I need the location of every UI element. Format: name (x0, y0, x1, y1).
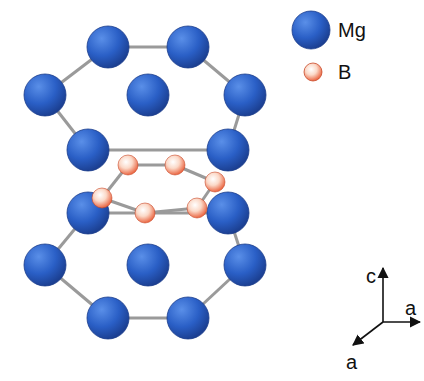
mg-atom (87, 297, 129, 339)
mg-atom (127, 244, 169, 286)
mg-atom (167, 26, 209, 68)
atoms (24, 26, 266, 339)
axis-arrows (353, 268, 420, 345)
mg-atom (207, 129, 249, 171)
legend-label: B (338, 62, 351, 82)
mg-atom (224, 74, 266, 116)
mg-atom (224, 244, 266, 286)
bond-lines (45, 47, 245, 318)
axis-label: a (405, 298, 416, 318)
b-atom (165, 155, 185, 175)
b-atom (92, 188, 112, 208)
mg-atom (207, 192, 249, 234)
b-atom (187, 198, 207, 218)
mg-atom (127, 74, 169, 116)
b-atom (135, 203, 155, 223)
mg-atom (67, 129, 109, 171)
legend-label: Mg (338, 20, 366, 40)
mg-atom (167, 297, 209, 339)
legend-sphere (292, 11, 330, 49)
c-axis (382, 268, 384, 322)
a-axis (353, 322, 383, 345)
b-atom (118, 155, 138, 175)
axis-label: a (346, 352, 357, 372)
a-axis (383, 321, 420, 323)
axis-label: c (366, 266, 376, 286)
mg-atom (87, 26, 129, 68)
legend-sphere (304, 63, 322, 81)
mg-atom (24, 74, 66, 116)
mg-atom (24, 244, 66, 286)
b-atom (205, 172, 225, 192)
